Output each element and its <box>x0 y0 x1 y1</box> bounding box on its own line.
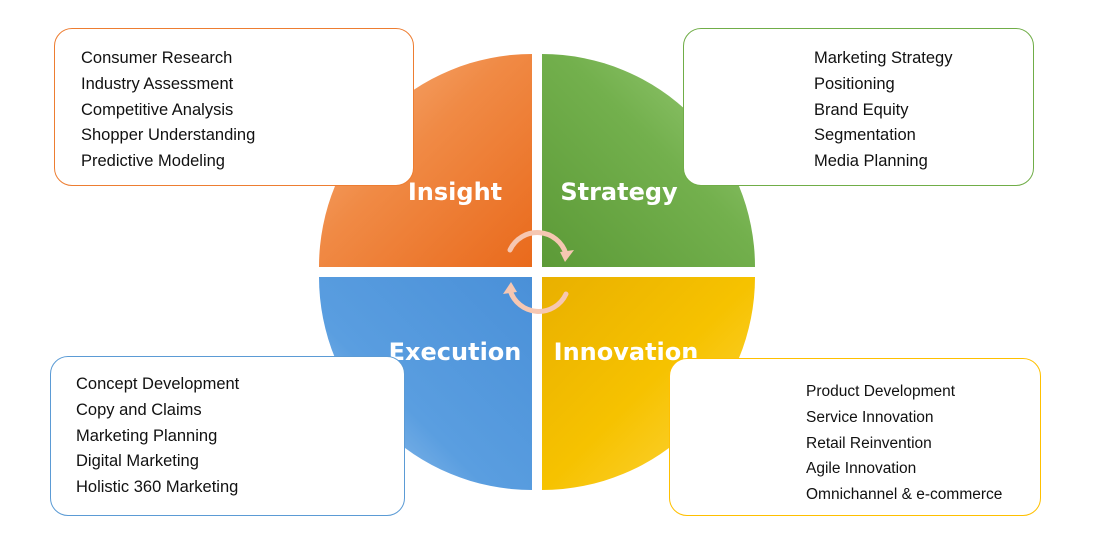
list-item: Marketing Planning <box>76 426 218 445</box>
list-item: Brand Equity <box>814 100 909 119</box>
insight-box: Consumer Research Industry Assessment Co… <box>54 28 414 186</box>
list-item: Service Innovation <box>806 408 934 426</box>
list-item: Agile Innovation <box>806 460 917 478</box>
list-item: Competitive Analysis <box>81 100 234 119</box>
label-execution: Execution <box>389 338 522 366</box>
execution-box: Concept Development Copy and Claims Mark… <box>50 356 405 516</box>
list-item: Industry Assessment <box>81 74 234 93</box>
list-item: Marketing Strategy <box>814 49 953 67</box>
innovation-list: Product Development Service Innovation R… <box>806 379 1002 508</box>
list-item: Positioning <box>814 74 895 93</box>
circular-arrows-icon <box>507 230 569 314</box>
label-innovation: Innovation <box>554 338 699 366</box>
list-item: Copy and Claims <box>76 400 202 419</box>
quadrant-execution <box>319 277 532 490</box>
list-item: Product Development <box>806 383 956 400</box>
quadrant-innovation <box>542 277 755 490</box>
strategy-list: Marketing Strategy Positioning Brand Equ… <box>814 46 952 175</box>
quadrant-insight <box>319 54 532 267</box>
list-item: Omnichannel & e-commerce <box>806 486 1003 504</box>
list-item: Retail Reinvention <box>806 434 932 452</box>
list-item: Holistic 360 Marketing <box>76 478 239 497</box>
list-item: Concept Development <box>76 375 240 393</box>
execution-list: Concept Development Copy and Claims Mark… <box>76 372 239 501</box>
label-strategy: Strategy <box>560 178 678 206</box>
quadrant-strategy <box>542 54 755 267</box>
list-item: Digital Marketing <box>76 452 199 471</box>
list-item: Segmentation <box>814 126 916 145</box>
insight-list: Consumer Research Industry Assessment Co… <box>81 46 255 175</box>
list-item: Media Planning <box>814 152 928 171</box>
list-item: Predictive Modeling <box>81 152 225 171</box>
label-insight: Insight <box>408 178 502 206</box>
list-item: Shopper Understanding <box>81 126 256 145</box>
arrowhead-bottom <box>503 282 517 294</box>
innovation-box: Product Development Service Innovation R… <box>669 358 1041 516</box>
list-item: Consumer Research <box>81 49 233 67</box>
strategy-box: Marketing Strategy Positioning Brand Equ… <box>683 28 1034 186</box>
arrowhead-top <box>560 250 574 262</box>
